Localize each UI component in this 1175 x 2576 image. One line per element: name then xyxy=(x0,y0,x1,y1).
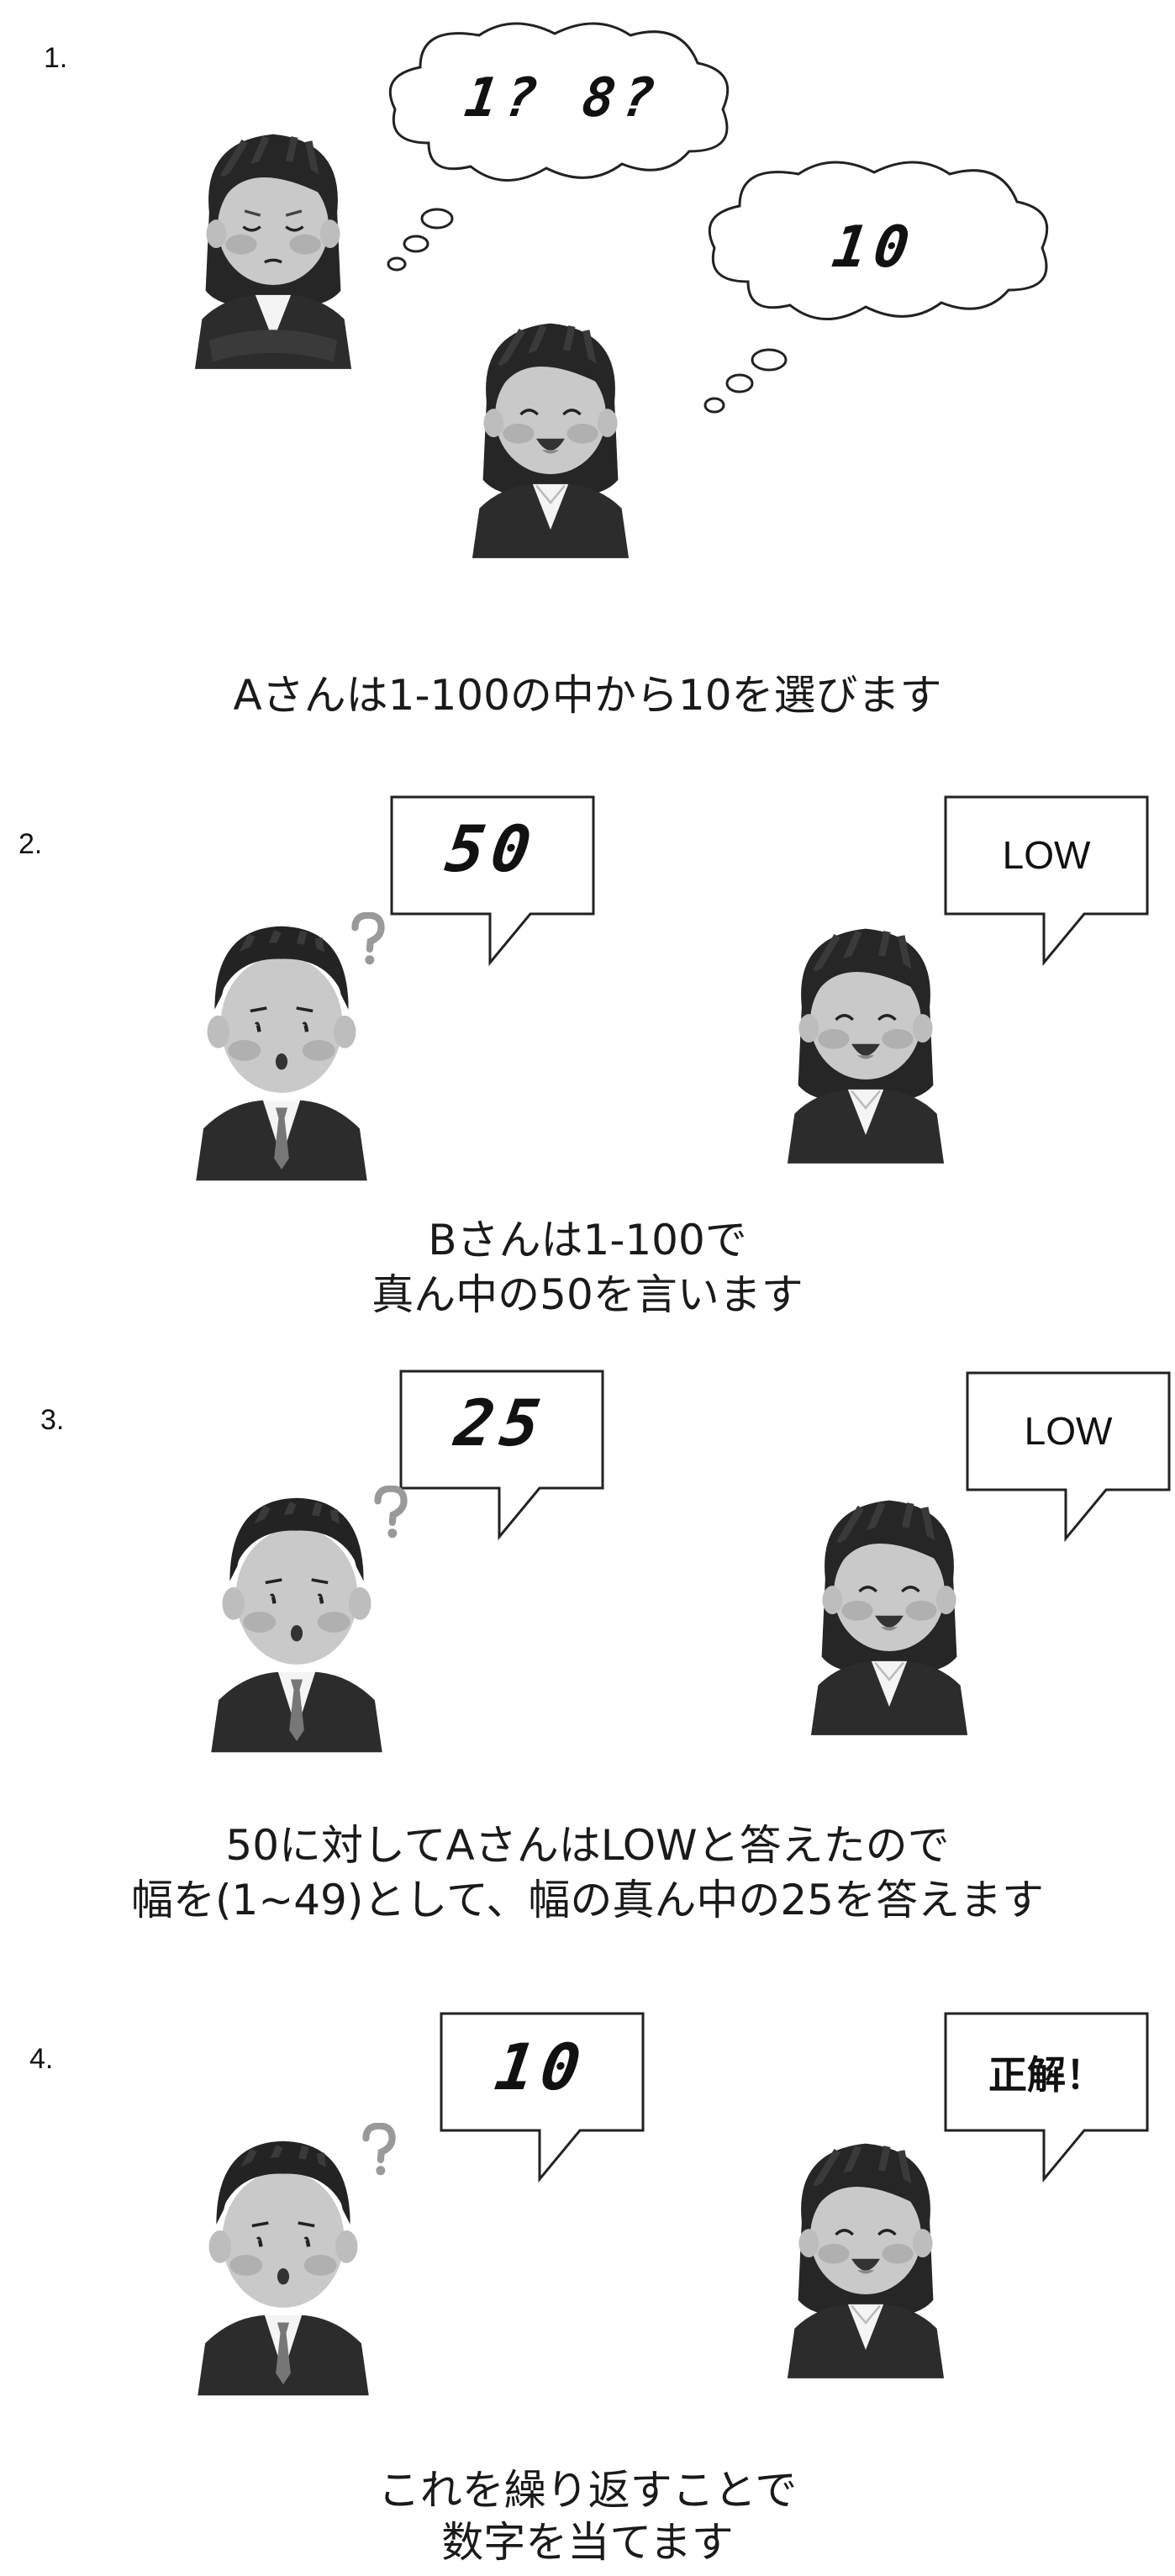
step-caption-line: Aさんは1-100の中から10を選びます xyxy=(233,671,942,720)
businessman-icon xyxy=(200,1459,393,1778)
step-caption-line: 幅を(1~49)として、幅の真ん中の25を答えます xyxy=(131,1876,1044,1924)
businesswoman-icon xyxy=(773,887,958,1198)
speech-bubble-reply xyxy=(944,795,1149,967)
reply-text: LOW xyxy=(1002,833,1091,877)
guess-text: 10 xyxy=(490,2030,593,2104)
question-mark-icon xyxy=(371,1486,410,1539)
reply-text: LOW xyxy=(1024,1409,1113,1453)
thought-cloud-1 xyxy=(388,22,730,182)
speech-bubble-reply xyxy=(966,1371,1171,1543)
step-number: 2. xyxy=(18,828,43,860)
thought-dots-1 xyxy=(387,208,454,272)
step-number: 3. xyxy=(40,1404,65,1436)
speech-bubble-guess xyxy=(399,1370,604,1541)
question-mark-icon xyxy=(360,2123,398,2177)
speech-bubble-guess xyxy=(440,2012,645,2183)
step-caption-line: 50に対してAさんはLOWと答えたので xyxy=(225,1821,950,1870)
businesswoman-icon xyxy=(797,1459,982,1770)
step-number: 1. xyxy=(44,42,68,74)
reply-text: 正解！ xyxy=(988,2052,1104,2098)
thought-cloud-2-text: 10 xyxy=(828,214,920,281)
thought-dots-2 xyxy=(703,348,788,414)
question-mark-icon xyxy=(349,912,387,966)
step-caption-line: 真ん中の50を言います xyxy=(371,1270,804,1319)
speech-bubble-reply xyxy=(944,2012,1149,2183)
step-caption-line: これを繰り返すことで xyxy=(377,2466,798,2515)
businessman-icon xyxy=(187,2102,380,2421)
guess-text: 50 xyxy=(440,811,543,886)
step-caption-line: 数字を当てます xyxy=(441,2518,734,2567)
thought-cloud-1-text: 1? 8? xyxy=(461,67,666,129)
speech-bubble-guess xyxy=(390,795,595,967)
businesswoman-icon xyxy=(773,2102,958,2413)
guess-text: 25 xyxy=(450,1386,552,1460)
step-number: 4. xyxy=(29,2043,54,2075)
thought-cloud-2 xyxy=(708,161,1049,320)
step-caption-line: Bさんは1-100で xyxy=(428,1216,747,1264)
businesswoman-icon xyxy=(181,92,366,404)
businesswoman-icon xyxy=(458,282,643,593)
